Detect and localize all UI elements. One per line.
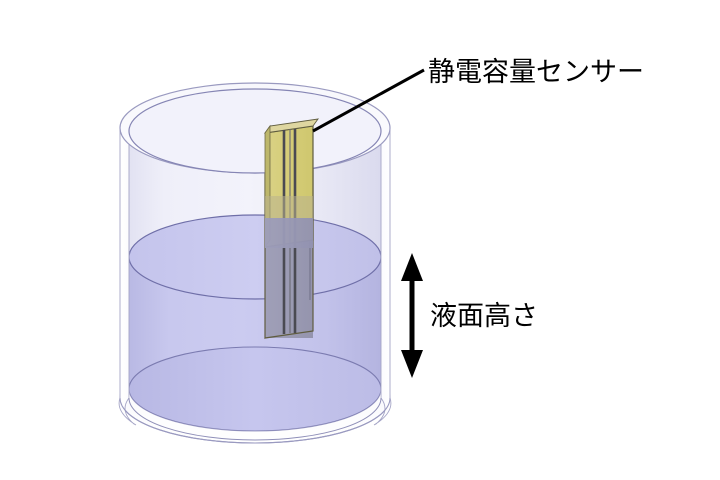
- liquid-level-label: 液面高さ: [430, 301, 538, 332]
- arrow-head-up: [401, 253, 423, 281]
- liquid-height-arrow: [401, 253, 423, 378]
- tank-top-rim: [119, 82, 391, 249]
- tank-wall-left: [118, 127, 137, 426]
- tank-base-glass-band: [129, 389, 381, 440]
- annotations: 静電容量センサー 液面高さ: [312, 57, 644, 378]
- liquid-surface-ellipse: [128, 214, 382, 300]
- tank-rim-inner: [128, 88, 382, 174]
- tank-base-inner-arc: [128, 397, 382, 441]
- tank-base-front-arc: [119, 397, 391, 444]
- tank-wall-right: [373, 127, 392, 426]
- sensor-wet-overlay-top: [265, 196, 313, 248]
- arrow-head-down: [401, 350, 423, 378]
- sensor-label: 静電容量センサー: [428, 57, 644, 88]
- sensor-haze-band: [265, 196, 313, 218]
- tank-front-glass: [118, 127, 392, 444]
- sensor-wet-band: [265, 218, 313, 248]
- tank-interior: [128, 131, 382, 432]
- sensor-leader-line: [312, 68, 425, 133]
- tank-inner-floor: [128, 346, 382, 432]
